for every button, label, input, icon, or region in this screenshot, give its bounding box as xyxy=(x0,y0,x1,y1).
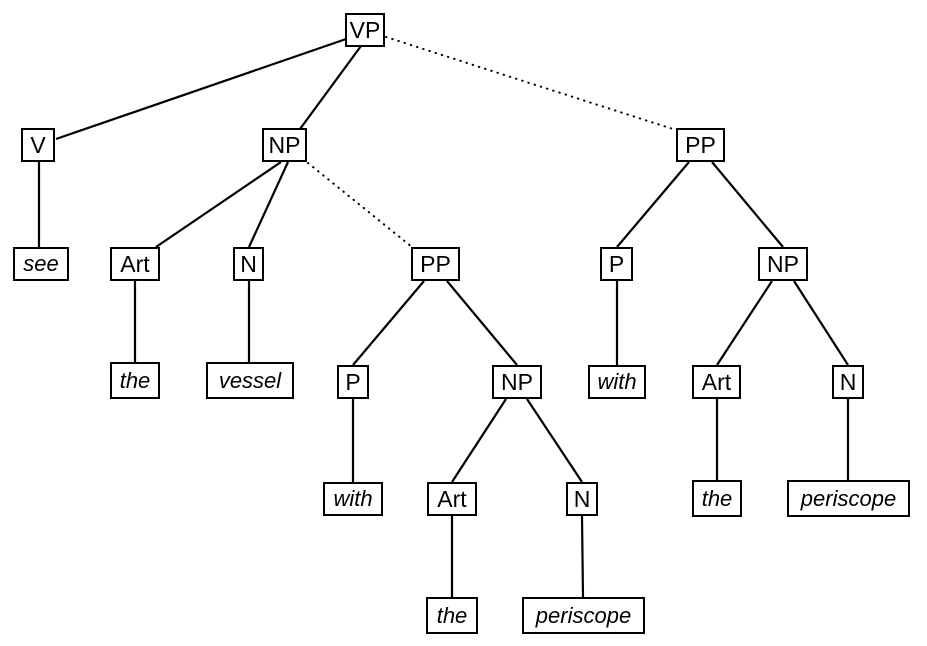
tree-edge-vp-to-v xyxy=(55,36,350,141)
category-node-art_mid: Art xyxy=(427,482,477,516)
tree-edge-n_mid-to-periscope_m xyxy=(580,515,585,598)
tree-edge-np1-to-art1 xyxy=(155,161,282,248)
terminal-node-periscope_m: periscope xyxy=(522,597,645,634)
category-node-p_mid: P xyxy=(337,365,369,399)
tree-edge-pp_right-to-np_right xyxy=(711,161,784,248)
category-node-n_right: N xyxy=(832,365,864,399)
category-node-np_right: NP xyxy=(758,247,808,281)
terminal-node-the_r: the xyxy=(692,480,742,517)
category-node-pp_right: PP xyxy=(676,128,725,162)
category-node-p_right: P xyxy=(600,247,633,281)
category-node-art1: Art xyxy=(110,247,160,281)
category-node-n1: N xyxy=(233,247,264,281)
tree-edge-pp_right-to-p_right xyxy=(616,161,690,248)
tree-edge-vp-to-np1 xyxy=(299,45,362,130)
category-node-art_right: Art xyxy=(692,365,741,399)
tree-edge-np_mid-to-n_mid xyxy=(526,398,583,483)
category-node-v: V xyxy=(21,128,55,162)
tree-edge-np1-to-pp_mid xyxy=(307,162,413,248)
tree-edge-np1-to-n1 xyxy=(248,161,289,248)
terminal-node-the1: the xyxy=(110,362,160,399)
tree-edge-np_right-to-n_right xyxy=(793,280,849,366)
tree-edge-vp-to-pp_right xyxy=(385,36,677,131)
terminal-node-with_r: with xyxy=(588,365,646,399)
terminal-node-vessel: vessel xyxy=(206,362,294,399)
terminal-node-the_m: the xyxy=(426,597,478,634)
terminal-node-see: see xyxy=(13,247,69,281)
tree-edge-pp_mid-to-np_mid xyxy=(446,280,518,366)
tree-edge-np_right-to-art_right xyxy=(716,280,773,366)
terminal-node-with_m: with xyxy=(323,482,383,516)
category-node-np_mid: NP xyxy=(492,365,542,399)
tree-edge-np_mid-to-art_mid xyxy=(451,398,507,483)
category-node-np1: NP xyxy=(262,128,307,162)
category-node-n_mid: N xyxy=(566,482,598,516)
category-node-vp: VP xyxy=(345,13,385,47)
category-node-pp_mid: PP xyxy=(411,247,460,281)
terminal-node-periscope_r: periscope xyxy=(787,480,910,517)
tree-edge-pp_mid-to-p_mid xyxy=(352,280,425,366)
